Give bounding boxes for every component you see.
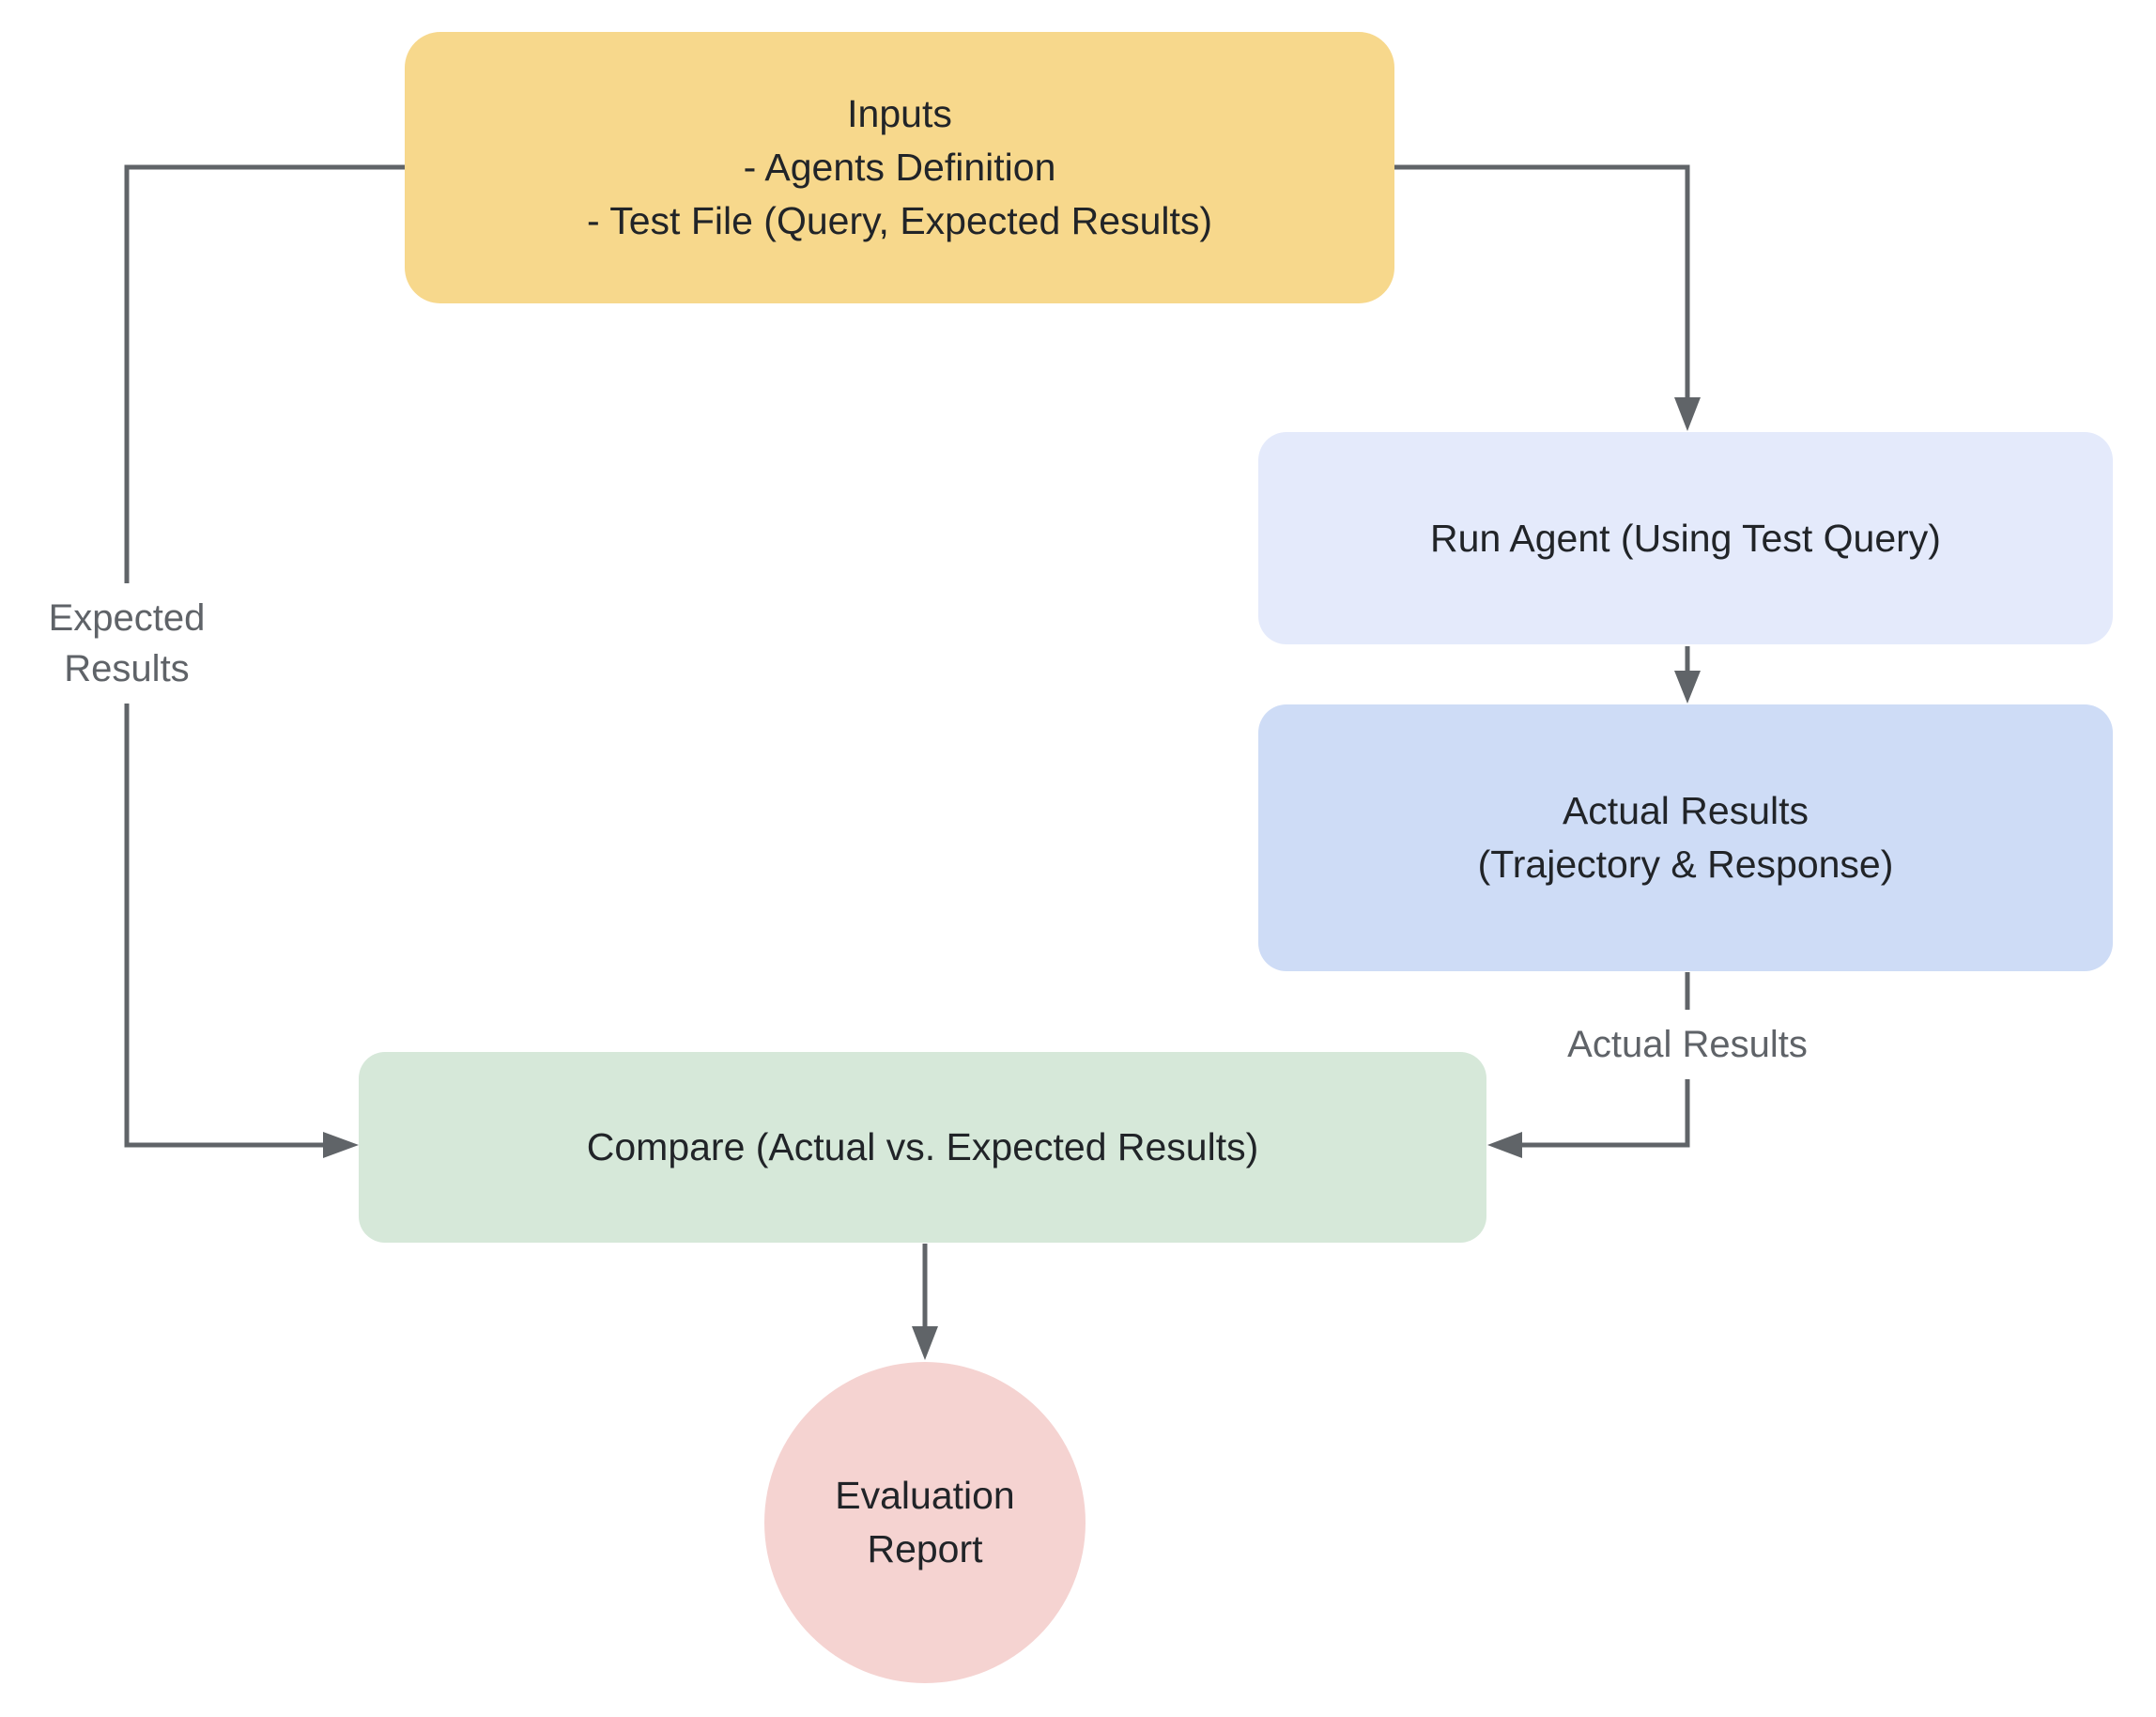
- inputs-node: Inputs - Agents Definition - Test File (…: [405, 32, 1394, 303]
- edge-run-agent-to-actual-results: [1674, 646, 1701, 704]
- actual-results-edge-label: Actual Results: [1554, 1010, 1821, 1079]
- arrowhead-down-icon: [1674, 671, 1701, 704]
- run-agent-node: Run Agent (Using Test Query): [1258, 432, 2113, 644]
- arrowhead-down-icon: [912, 1326, 938, 1360]
- edge-inputs-to-run-agent: [1394, 164, 1701, 431]
- arrowhead-right-icon: [323, 1132, 359, 1158]
- arrowhead-left-icon: [1487, 1132, 1522, 1158]
- actual-results-node: Actual Results (Trajectory & Response): [1258, 704, 2113, 971]
- evaluation-report-node: Evaluation Report: [764, 1362, 1086, 1683]
- edge-compare-to-evaluation-report: [912, 1244, 938, 1360]
- arrowhead-down-icon: [1674, 397, 1701, 431]
- compare-node: Compare (Actual vs. Expected Results): [359, 1052, 1486, 1243]
- expected-results-edge-label: Expected Results: [35, 583, 219, 704]
